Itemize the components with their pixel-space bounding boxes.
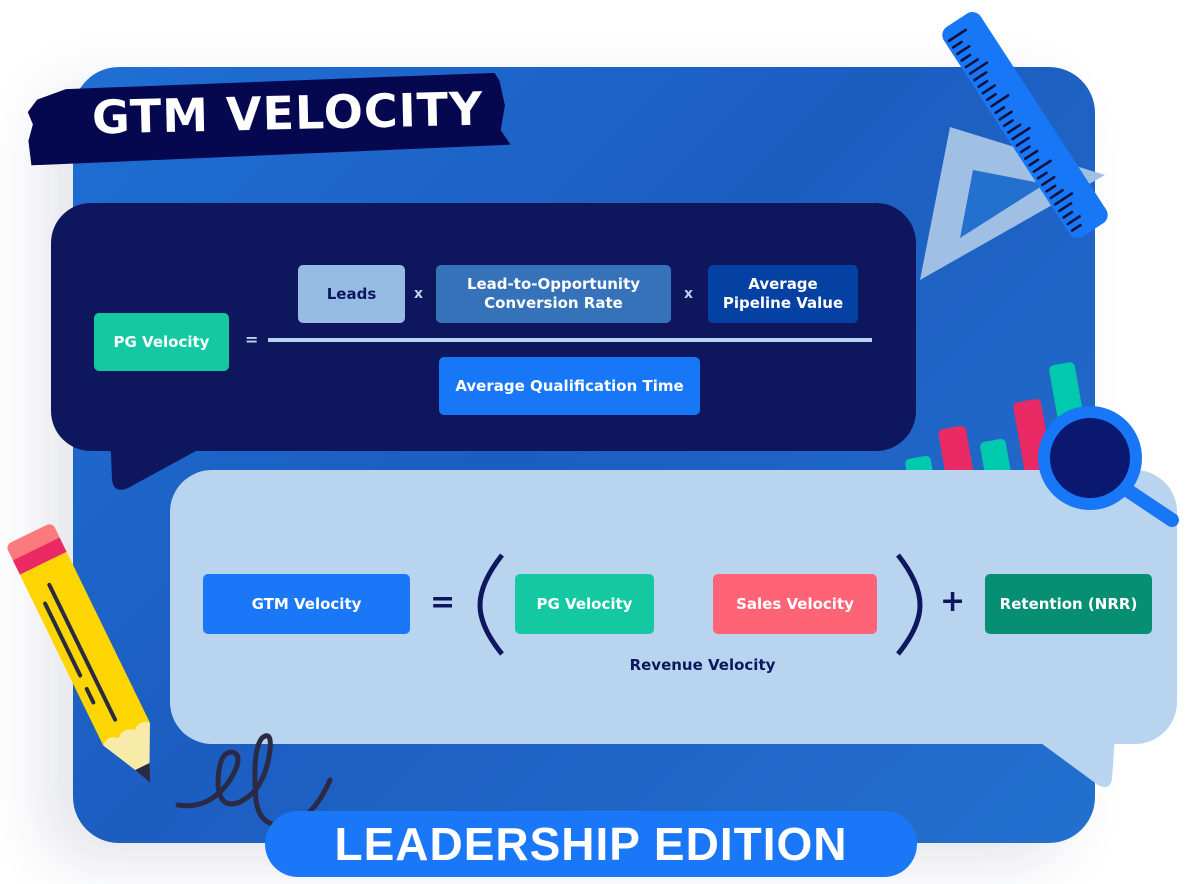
page-title: GTM VELOCITY	[91, 81, 484, 145]
retention-nrr-term: Retention (NRR)	[985, 574, 1152, 634]
close-parenthesis	[896, 553, 923, 656]
lead-to-opportunity-term: Lead-to-Opportunity Conversion Rate	[436, 265, 671, 323]
plus-sign: +	[940, 584, 966, 619]
speech-bubble-tail	[1030, 735, 1115, 787]
equals-sign: =	[245, 330, 259, 349]
edition-badge: LEADERSHIP EDITION	[265, 811, 917, 877]
edition-label: LEADERSHIP EDITION	[334, 818, 848, 870]
pg-velocity-term: PG Velocity	[515, 574, 654, 634]
leads-term: Leads	[298, 265, 405, 323]
ruler-tick	[964, 58, 979, 69]
gtm-velocity-term: GTM Velocity	[203, 574, 410, 634]
average-pipeline-value-term: Average Pipeline Value	[708, 265, 858, 323]
sales-velocity-term: Sales Velocity	[713, 574, 877, 634]
revenue-velocity-label: Revenue Velocity	[629, 656, 776, 674]
multiply-sign: x	[414, 286, 424, 302]
pg-velocity-term: PG Velocity	[94, 313, 229, 371]
ruler-tick	[960, 53, 972, 62]
average-qualification-time-term: Average Qualification Time	[439, 357, 700, 415]
ruler-tick	[956, 45, 971, 56]
speech-bubble-tail	[106, 440, 216, 490]
ruler-tick	[947, 28, 967, 43]
multiply-sign: x	[684, 286, 694, 302]
fraction-bar	[268, 338, 872, 342]
open-parenthesis	[477, 553, 504, 656]
equals-sign: =	[430, 585, 456, 620]
ruler-tick	[951, 40, 963, 49]
